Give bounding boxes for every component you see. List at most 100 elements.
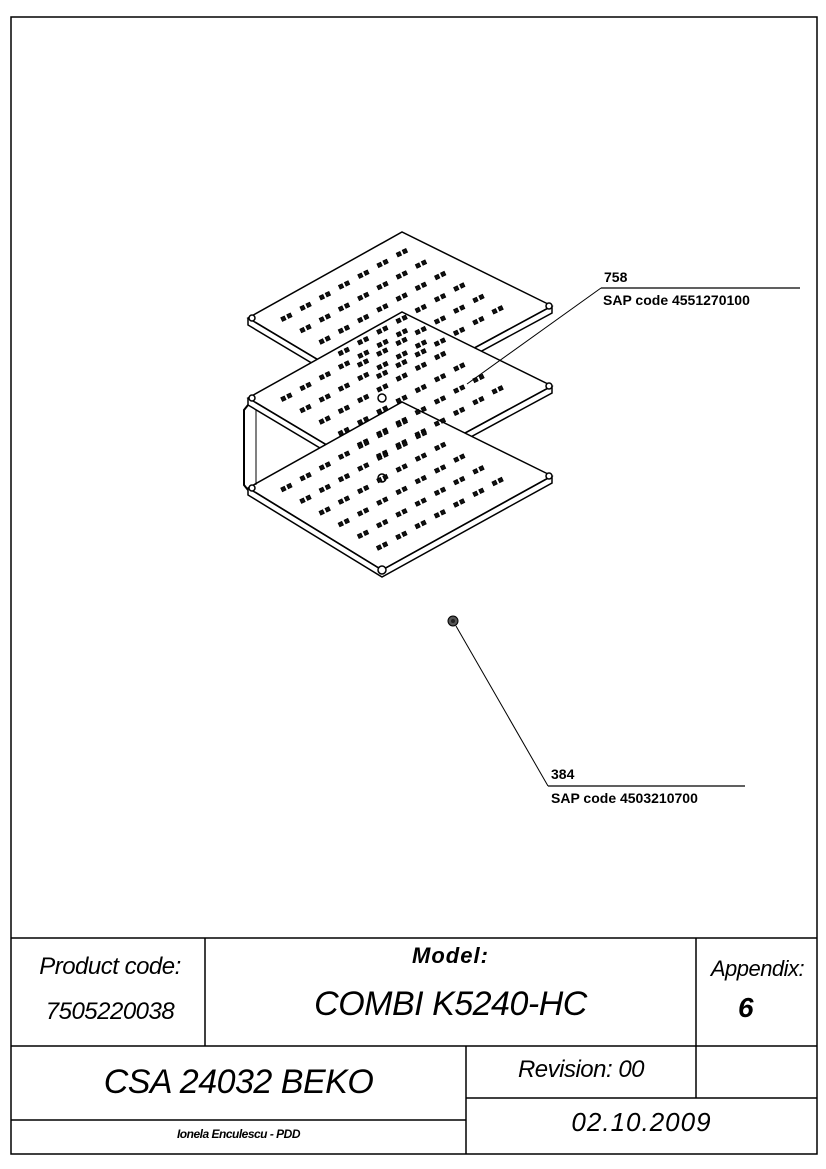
- shelf-hole: [343, 360, 351, 367]
- shelf-hole: [343, 426, 350, 434]
- shelf-hole: [324, 291, 332, 298]
- appendix-label: Appendix:: [710, 956, 805, 981]
- shelf-hole: [401, 372, 408, 379]
- shelf-hole: [382, 451, 389, 458]
- shelf-hole: [382, 429, 389, 436]
- shelf-hole: [382, 496, 389, 503]
- shelf-hole: [395, 295, 402, 302]
- shelf-hole: [376, 328, 383, 335]
- shelf-hole: [324, 461, 332, 468]
- shelf-hole: [381, 541, 389, 548]
- shelf-hole: [395, 353, 402, 360]
- appendix-value: 6: [737, 992, 754, 1023]
- shelf-hole: [433, 398, 441, 405]
- shelf-hole: [420, 405, 427, 413]
- sheet-border: [10, 16, 818, 1155]
- shelf-hole: [318, 464, 326, 471]
- shelf-hole: [395, 466, 402, 473]
- shelf-hole: [440, 270, 447, 278]
- shelf-hole: [433, 512, 441, 519]
- shelf-hole: [433, 376, 441, 383]
- callout-sap-758: SAP code 4551270100: [603, 292, 750, 308]
- shelf-hole: [337, 498, 345, 505]
- shelf-hole: [439, 417, 447, 424]
- shelf-hole: [478, 395, 485, 403]
- shelf-hole: [324, 393, 331, 400]
- shelf-hole: [401, 270, 408, 277]
- shelf-hole: [459, 453, 466, 460]
- shelf-hole: [363, 462, 370, 469]
- shelf-hole: [318, 374, 326, 381]
- shelf-hole: [337, 283, 345, 290]
- shelf-hole: [453, 478, 460, 486]
- shelf-hole: [356, 510, 364, 517]
- shelf-hole: [420, 281, 428, 288]
- shelf-hole: [356, 419, 364, 426]
- shelf-hole: [497, 385, 504, 392]
- shelf-hole: [363, 269, 370, 276]
- shelf-hole: [497, 305, 504, 312]
- shelf-hole: [286, 392, 293, 399]
- leader-line-758: [466, 287, 602, 385]
- shelf-hole: [433, 296, 441, 303]
- shelf-hole: [420, 430, 428, 437]
- shelf-hole: [357, 396, 364, 404]
- shelf-hole: [305, 472, 312, 479]
- shelf-hole: [434, 273, 441, 281]
- shelf-hole: [440, 350, 447, 358]
- shelf-hole: [420, 361, 428, 368]
- author-name: Ionela Enculescu - PDD: [176, 1127, 301, 1141]
- shelf-hole: [459, 282, 466, 289]
- shelf-hole: [414, 500, 421, 507]
- shelf-hole: [363, 291, 370, 299]
- customer-name: CSA 24032 BEKO: [103, 1063, 374, 1101]
- shelf-hole: [439, 464, 447, 471]
- shelf-hole: [299, 304, 306, 312]
- shelf-hole: [337, 363, 345, 370]
- shelf-hole: [357, 294, 364, 302]
- shelf-hole: [414, 342, 422, 349]
- shelf-hole: [433, 467, 441, 474]
- shelf-hole: [420, 303, 427, 311]
- shelf-hole: [452, 409, 460, 416]
- shelf-hole: [318, 316, 325, 323]
- shelf-hole: [280, 315, 287, 322]
- shelf-hole: [382, 473, 389, 481]
- callout-number-384: 384: [551, 766, 575, 782]
- shelf-hole: [414, 522, 421, 530]
- shelf-hole: [382, 325, 389, 332]
- shelf-hole: [420, 325, 427, 333]
- shelf-hole: [440, 441, 447, 449]
- shelf-hole: [343, 517, 350, 525]
- product-code-label: Product code:: [39, 953, 181, 980]
- shelf-hole: [343, 382, 351, 389]
- shelf-hole: [337, 429, 344, 437]
- shelf-hole: [439, 293, 447, 300]
- shelf-hole: [356, 361, 364, 368]
- shelf-hole: [357, 465, 364, 472]
- shelf-hole: [459, 362, 466, 369]
- shelf-hole: [299, 384, 306, 392]
- shelf-hole: [376, 306, 383, 313]
- shelf-hole: [395, 443, 402, 451]
- shelf-hole: [356, 532, 364, 539]
- shelf-hole: [478, 293, 485, 301]
- shelf-hole: [401, 336, 408, 344]
- revision-value: Revision: 00: [517, 1056, 645, 1083]
- shelf-hole: [458, 498, 466, 505]
- shelf-hole: [439, 509, 447, 516]
- shelf-hole: [305, 301, 312, 309]
- shelf-hole: [414, 351, 421, 358]
- callout-number-758: 758: [604, 269, 628, 285]
- shelf-hole: [491, 308, 498, 315]
- shelf-hole: [472, 296, 479, 304]
- shelf-hole: [472, 318, 479, 326]
- shelf-hole: [401, 418, 409, 425]
- shelf-hole: [286, 482, 293, 490]
- shelf-hole: [401, 394, 408, 401]
- shelf-hole: [381, 369, 389, 376]
- shelf-hole: [458, 326, 466, 333]
- shelf-hole: [478, 315, 485, 323]
- shelf-hole: [401, 530, 408, 537]
- shelf-hole: [357, 272, 364, 279]
